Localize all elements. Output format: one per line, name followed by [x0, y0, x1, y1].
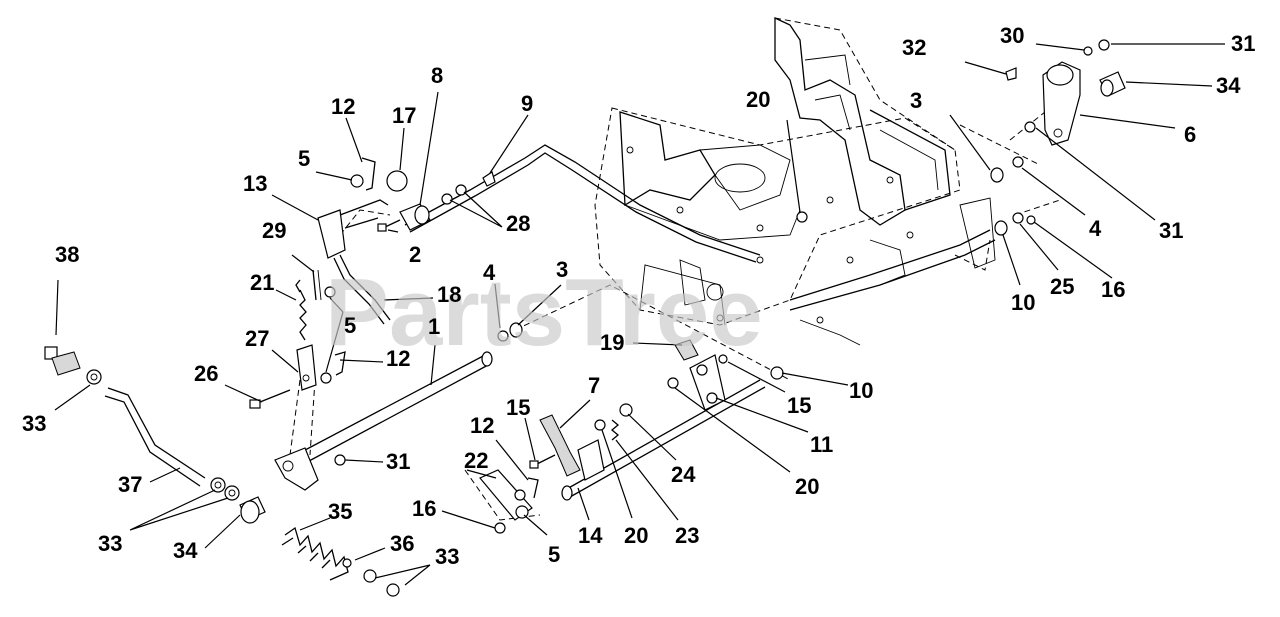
parts — [44, 39, 1126, 597]
callout-33: 33 — [435, 544, 459, 569]
callout-16: 16 — [412, 496, 436, 521]
callout-33: 33 — [98, 531, 122, 556]
watermark: PartsTree — [325, 259, 763, 366]
callout-17: 17 — [392, 103, 416, 128]
callout-21: 21 — [250, 270, 274, 295]
callout-5: 5 — [298, 146, 310, 171]
callout-23: 23 — [675, 523, 699, 548]
callout-4: 4 — [1089, 216, 1102, 241]
callout-6: 6 — [1184, 122, 1196, 147]
callout-14: 14 — [578, 523, 603, 548]
callout-32: 32 — [902, 35, 926, 60]
callout-10: 10 — [849, 378, 873, 403]
callout-10: 10 — [1011, 290, 1035, 315]
callout-5: 5 — [548, 542, 560, 567]
callout-31: 31 — [1231, 31, 1255, 56]
callout-13: 13 — [243, 171, 267, 196]
callout-9: 9 — [521, 91, 533, 116]
callout-36: 36 — [390, 531, 414, 556]
callout-27: 27 — [245, 326, 269, 351]
callout-35: 35 — [328, 499, 352, 524]
callout-20: 20 — [795, 474, 819, 499]
callout-25: 25 — [1050, 274, 1074, 299]
leader-lines — [54, 43, 1225, 586]
callout-12: 12 — [331, 94, 355, 119]
callout-5: 5 — [344, 313, 356, 338]
callout-28: 28 — [506, 211, 530, 236]
callout-8: 8 — [431, 63, 443, 88]
callout-20: 20 — [746, 87, 770, 112]
callout-7: 7 — [588, 373, 600, 398]
callout-20: 20 — [624, 523, 648, 548]
knob-38 — [44, 346, 81, 376]
spring-35 — [281, 526, 349, 581]
callout-38: 38 — [55, 242, 79, 267]
chassis-frame — [594, 16, 996, 346]
callout-11: 11 — [810, 432, 833, 457]
callout-4: 4 — [483, 260, 496, 285]
callout-29: 29 — [262, 218, 286, 243]
callout-19: 19 — [600, 330, 624, 355]
callout-31: 31 — [386, 449, 410, 474]
callout-labels: 38 33 37 33 34 35 36 33 21 27 26 29 13 5… — [22, 23, 1255, 569]
callout-31: 31 — [1159, 218, 1183, 243]
callout-1: 1 — [428, 314, 440, 339]
callout-18: 18 — [437, 282, 461, 307]
callout-37: 37 — [118, 472, 142, 497]
callout-34: 34 — [1216, 73, 1241, 98]
callout-26: 26 — [194, 361, 218, 386]
linkage — [104, 99, 1061, 521]
callout-15: 15 — [787, 393, 811, 418]
callout-15: 15 — [506, 395, 530, 420]
callout-24: 24 — [671, 462, 696, 487]
callout-12: 12 — [470, 413, 494, 438]
callout-22: 22 — [464, 448, 488, 473]
callout-16: 16 — [1101, 277, 1125, 302]
callout-12: 12 — [386, 346, 410, 371]
callout-3: 3 — [910, 88, 922, 113]
callout-33: 33 — [22, 411, 46, 436]
callout-34: 34 — [173, 538, 198, 563]
callout-30: 30 — [1000, 23, 1024, 48]
callout-2: 2 — [409, 242, 421, 267]
callout-3: 3 — [556, 257, 568, 282]
